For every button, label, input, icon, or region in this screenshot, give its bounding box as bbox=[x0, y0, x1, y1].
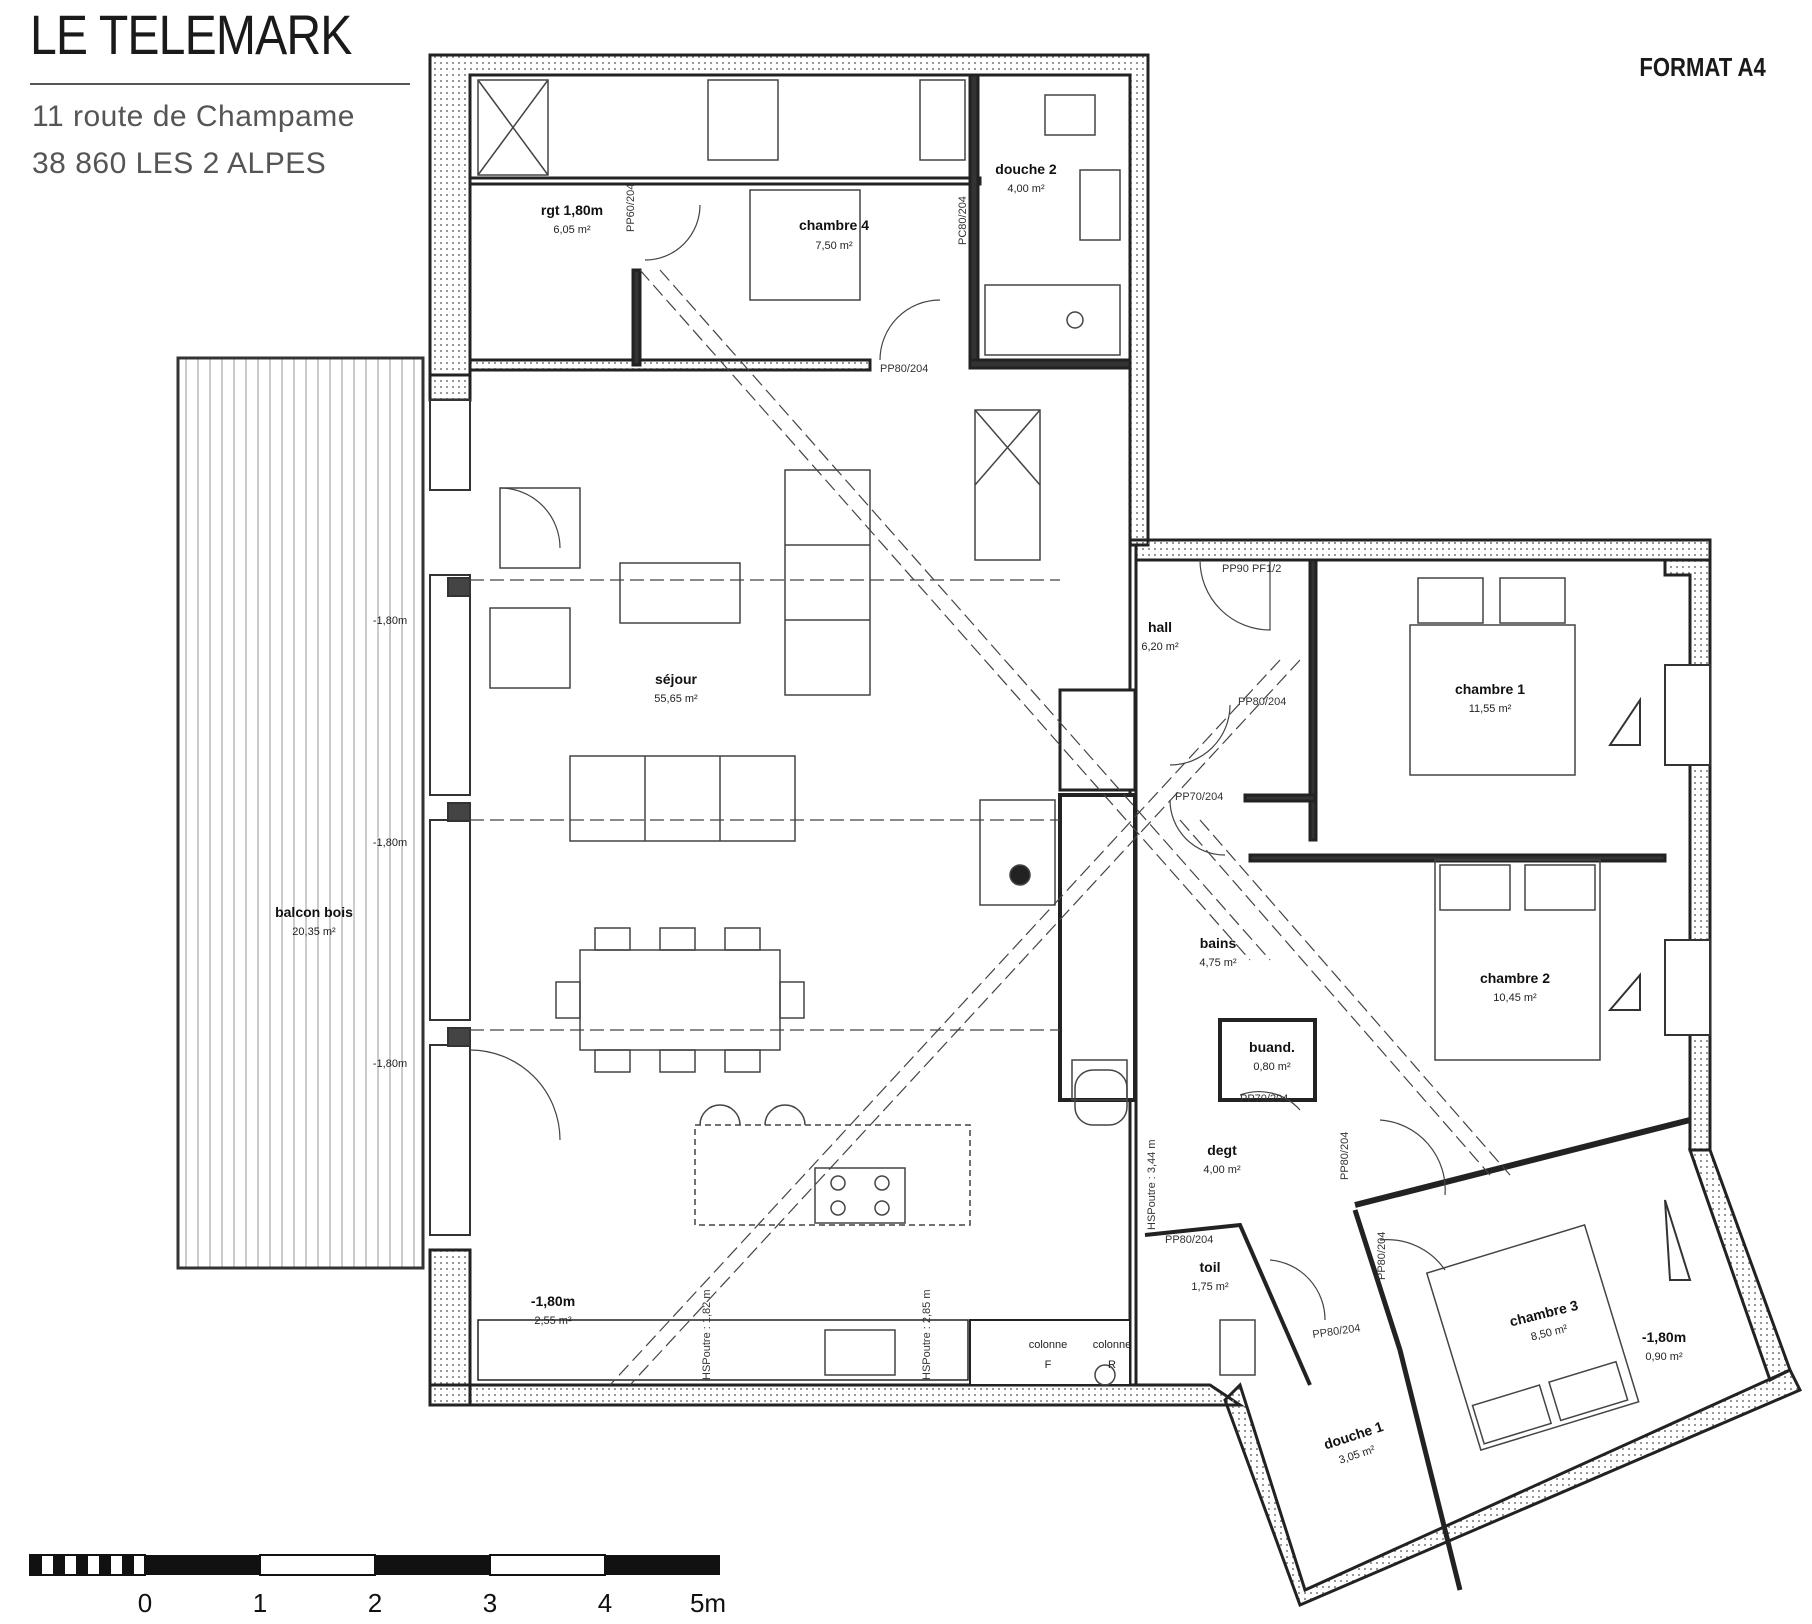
room-area-chambre2: 10,45 m² bbox=[1493, 992, 1537, 1004]
room-sub-colonneR: R bbox=[1108, 1359, 1116, 1371]
beam-lines bbox=[470, 269, 1511, 1386]
scale-tick-2: 2 bbox=[368, 1588, 382, 1618]
door-label-8: PP80/204 bbox=[1165, 1234, 1213, 1246]
room-name-rgt1: rgt 1,80m bbox=[541, 202, 603, 218]
address-line-1: 11 route de Champame bbox=[32, 100, 355, 133]
room-name-chambre4: chambre 4 bbox=[799, 217, 869, 233]
scale-tick-1: 1 bbox=[253, 1588, 267, 1618]
room-area-rgt2: 0,90 m² bbox=[1645, 1351, 1683, 1363]
format-label: FORMAT A4 bbox=[1639, 52, 1766, 82]
door-label-4: PP90 PF1/2 bbox=[1222, 563, 1281, 575]
room-name-wc: toil bbox=[1200, 1259, 1221, 1275]
scale-tick-0: 0 bbox=[138, 1588, 152, 1618]
room-name-colonneR: colonne bbox=[1093, 1339, 1132, 1351]
room-area-sejour: 55,65 m² bbox=[654, 693, 698, 705]
room-area-chambre4: 7,50 m² bbox=[815, 240, 853, 252]
room-name-colonneF: colonne bbox=[1029, 1339, 1068, 1351]
top-room-furniture bbox=[477, 79, 1121, 561]
level-label-1: -1,80m bbox=[373, 615, 407, 627]
room-name-chambre3: chambre 3 bbox=[1508, 1297, 1580, 1330]
room-name-douche2: douche 2 bbox=[995, 161, 1057, 177]
door-label-9: PP80/204 bbox=[1312, 1322, 1362, 1341]
door-label-6: PP70/204 bbox=[1175, 791, 1223, 803]
room-area-wc: 1,75 m² bbox=[1191, 1281, 1229, 1293]
left-windows bbox=[429, 399, 471, 1236]
room-area-degt: 4,00 m² bbox=[1203, 1164, 1241, 1176]
room-name-douche1: douche 1 bbox=[1322, 1418, 1386, 1452]
level-label-3: -1,80m bbox=[373, 1058, 407, 1070]
room-name-balcon: balcon bois bbox=[275, 904, 353, 920]
beam-label-2: HSPoutre : 2,85 m bbox=[921, 1290, 933, 1381]
scale-bar: 0 1 2 3 4 5m bbox=[29, 1554, 726, 1618]
room-name-hall: hall bbox=[1148, 619, 1172, 635]
door-label-1: PP60/204 bbox=[625, 184, 637, 232]
door-swings bbox=[469, 204, 1446, 1321]
level-labels: -1,80m -1,80m -1,80m bbox=[373, 615, 407, 1070]
right-windows bbox=[1607, 664, 1711, 1281]
address-line-2: 38 860 LES 2 ALPES bbox=[32, 147, 327, 180]
room-area-balcon: 20,35 m² bbox=[292, 926, 336, 938]
door-label-3: PP80/204 bbox=[880, 363, 928, 375]
level-label-2: -1,80m bbox=[373, 837, 407, 849]
scale-tick-4: 4 bbox=[598, 1588, 612, 1618]
door-label-7: PP70/204 bbox=[1240, 1093, 1288, 1105]
room-area-douche2: 4,00 m² bbox=[1007, 183, 1045, 195]
room-area-chambre1: 11,55 m² bbox=[1469, 703, 1512, 715]
room-area-rgt1: 6,05 m² bbox=[553, 224, 591, 236]
title-divider bbox=[30, 83, 410, 85]
room-name-degt: degt bbox=[1207, 1142, 1237, 1158]
door-label-2: PC80/204 bbox=[957, 196, 969, 245]
room-name-rgt2: -1,80m bbox=[1642, 1329, 1686, 1345]
room-area-buand: 0,80 m² bbox=[1253, 1061, 1291, 1073]
beam-labels: HSPoutre : 1,82 m HSPoutre : 2,85 m HSPo… bbox=[701, 1140, 1158, 1381]
room-name-chambre2: chambre 2 bbox=[1480, 970, 1550, 986]
scale-tick-3: 3 bbox=[483, 1588, 497, 1618]
interior-walls bbox=[468, 73, 1691, 1591]
project-title: LE TELEMARK bbox=[30, 3, 352, 66]
room-sub-colonneF: F bbox=[1045, 1359, 1052, 1371]
room-name-rgt3: -1,80m bbox=[531, 1293, 575, 1309]
room-area-chambre3: 8,50 m² bbox=[1530, 1323, 1569, 1344]
room-name-buand: buand. bbox=[1249, 1039, 1295, 1055]
balcony-deck bbox=[176, 356, 425, 1270]
room-name-sejour: séjour bbox=[655, 671, 698, 687]
door-labels: PP60/204 PC80/204 PP80/204 PP90 PF1/2 PP… bbox=[625, 184, 1388, 1341]
scale-tick-5: 5m bbox=[690, 1588, 726, 1618]
beam-label-1: HSPoutre : 1,82 m bbox=[701, 1290, 713, 1381]
room-name-chambre1: chambre 1 bbox=[1455, 681, 1525, 697]
bedroom-furniture bbox=[1071, 577, 1640, 1451]
door-label-10: PP80/204 bbox=[1339, 1132, 1351, 1180]
sejour-furniture bbox=[489, 469, 1056, 1376]
room-area-douche1: 3,05 m² bbox=[1337, 1444, 1376, 1467]
room-area-rgt3: 2,55 m² bbox=[534, 1315, 572, 1327]
door-label-5: PP80/204 bbox=[1238, 696, 1286, 708]
door-label-11: PP80/204 bbox=[1376, 1232, 1388, 1280]
room-name-bains: bains bbox=[1200, 935, 1237, 951]
room-area-hall: 6,20 m² bbox=[1141, 641, 1179, 653]
beam-label-3: HSPoutre : 3,44 m bbox=[1146, 1140, 1158, 1231]
room-area-bains: 4,75 m² bbox=[1199, 957, 1237, 969]
